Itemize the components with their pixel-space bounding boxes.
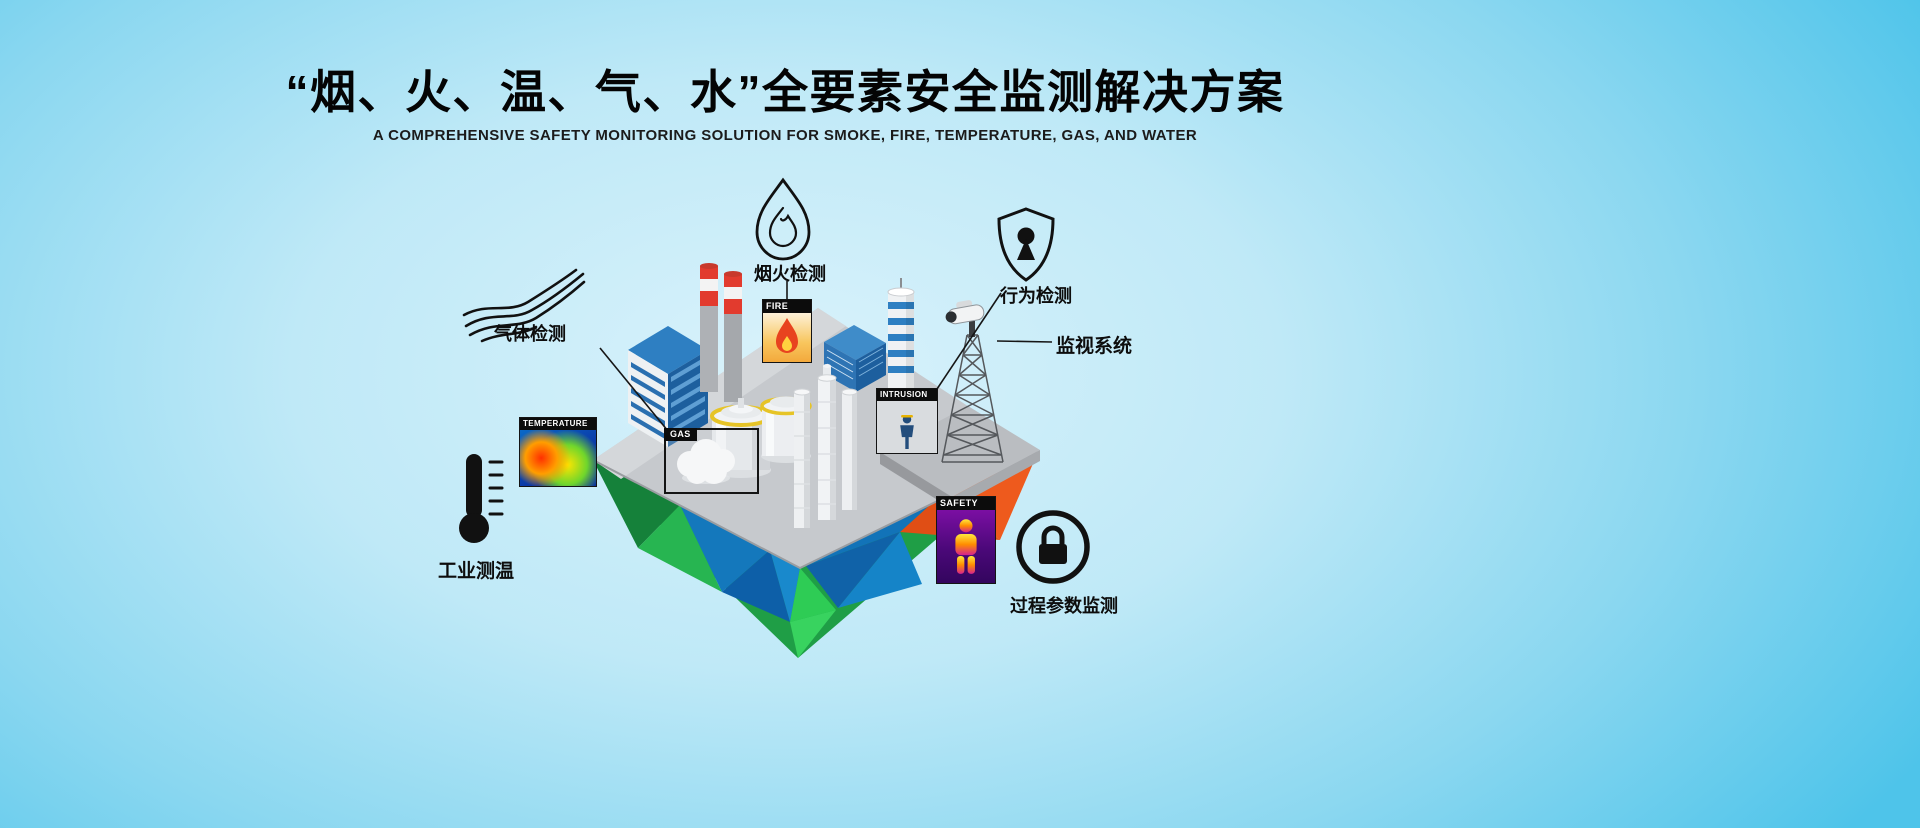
callout-behavior-detection: 行为检测	[1000, 286, 1072, 306]
warehouse-building	[824, 325, 886, 392]
callout-surveillance-system: 监视系统	[1056, 336, 1133, 357]
safety-thermal-image	[937, 510, 995, 583]
callout-gas-detection: 气体检测	[494, 324, 566, 344]
intrusion-photo-box: INTRUSION	[876, 388, 938, 454]
lock-circle-icon	[1014, 508, 1092, 586]
callout-smoke-fire-detection: 烟火检测	[754, 264, 826, 284]
thermal-person-graphic	[955, 518, 977, 574]
shield-keyhole-icon	[994, 206, 1058, 284]
flame-outline-icon	[748, 176, 818, 264]
gas-smoke-cloud	[677, 439, 735, 484]
intrusion-image	[877, 401, 937, 453]
page-title: “烟、火、温、气、水”全要素安全监测解决方案	[285, 66, 1285, 118]
temperature-photo-label: TEMPERATURE	[520, 418, 596, 430]
office-building	[628, 326, 708, 447]
page-subtitle: A COMPREHENSIVE SAFETY MONITORING SOLUTI…	[372, 127, 1198, 144]
callout-process-parameter-monitoring: 过程参数监测	[1010, 596, 1118, 616]
fire-image	[763, 313, 811, 362]
surveillance-camera	[945, 300, 985, 337]
thermal-image	[520, 430, 596, 486]
chimneys	[700, 263, 742, 402]
temperature-photo-box: TEMPERATURE	[519, 417, 597, 487]
fire-photo-box: FIRE	[762, 299, 812, 363]
fire-photo-label: FIRE	[763, 300, 811, 313]
lattice-tower	[941, 334, 1004, 463]
thermometer-icon	[452, 450, 508, 548]
process-tower	[887, 278, 915, 392]
gas-detection-box: GAS	[664, 428, 759, 494]
storage-tanks	[710, 396, 812, 478]
safety-photo-box: SAFETY	[936, 496, 996, 584]
distillation-columns	[793, 364, 858, 528]
gas-box-label: GAS	[664, 428, 697, 441]
gas-waves-icon	[462, 264, 587, 344]
fire-flame-graphic	[776, 317, 798, 353]
callout-connector-lines	[599, 281, 1053, 432]
callout-industrial-temperature: 工业测温	[438, 561, 515, 582]
worker-figure-graphic	[900, 415, 914, 449]
safety-photo-label: SAFETY	[937, 497, 995, 510]
intrusion-photo-label: INTRUSION	[877, 389, 937, 401]
